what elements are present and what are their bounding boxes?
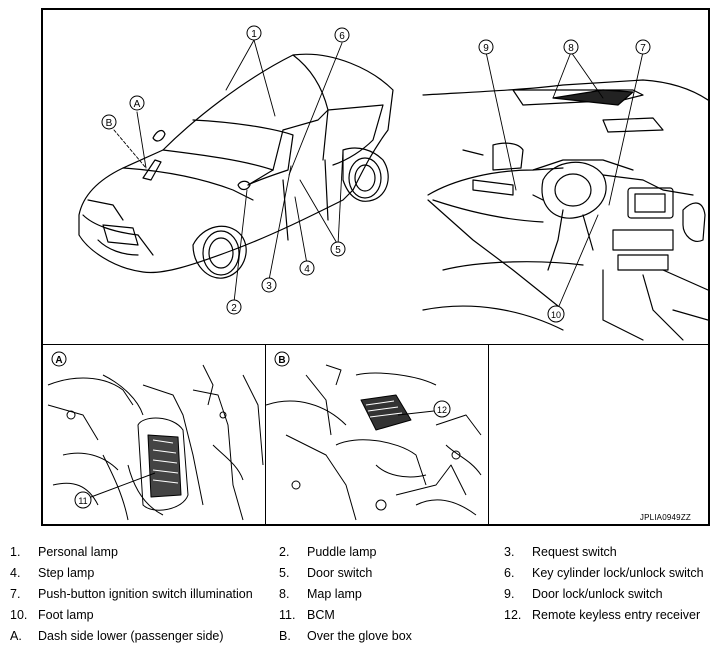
callout-12: 12: [397, 400, 451, 418]
panel-divider: [43, 344, 708, 345]
svg-text:B: B: [278, 355, 285, 366]
diagram-frame: 1 6 A B 2 3 4 5 9 8 7 10: [41, 8, 710, 526]
svg-text:11: 11: [78, 496, 87, 506]
svg-text:10: 10: [551, 310, 561, 320]
svg-text:B: B: [106, 118, 113, 129]
callout-10: 10: [547, 305, 565, 323]
callout-1: 1: [246, 25, 262, 41]
callout-9: 9: [478, 39, 494, 55]
svg-text:9: 9: [483, 43, 489, 54]
callout-11: 11: [74, 472, 156, 509]
svg-text:3: 3: [266, 281, 272, 292]
svg-text:12: 12: [437, 405, 447, 415]
leader-lines: [113, 39, 644, 314]
callout-2: 2: [226, 299, 242, 315]
svg-text:8: 8: [568, 43, 574, 54]
detail-panel-b: 12 B: [265, 345, 488, 524]
svg-text:1: 1: [251, 29, 257, 40]
legend: 1.Personal lamp 2.Puddle lamp 3.Request …: [10, 545, 704, 643]
callout-8: 8: [563, 39, 579, 55]
callout-7: 7: [635, 39, 651, 55]
callout-3: 3: [261, 277, 277, 293]
vehicle-overview-illustration: 1 6 A B 2 3 4 5 9 8 7 10: [78, 25, 708, 341]
callout-6: 6: [334, 27, 350, 43]
svg-text:5: 5: [335, 245, 341, 256]
svg-text:6: 6: [339, 31, 345, 42]
panel-a-tag: A: [51, 351, 67, 367]
svg-text:2: 2: [231, 303, 237, 314]
figure-code: JPLIA0949ZZ: [639, 513, 691, 522]
svg-text:A: A: [55, 355, 62, 366]
svg-text:7: 7: [640, 43, 646, 54]
svg-text:4: 4: [304, 264, 310, 275]
callout-5: 5: [330, 241, 346, 257]
panel-b-tag: B: [274, 351, 290, 367]
empty-panel: JPLIA0949ZZ: [488, 345, 709, 524]
callout-4: 4: [299, 260, 315, 276]
callout-markers: 1 6 A B 2 3 4 5 9 8 7 10: [101, 25, 651, 323]
svg-text:A: A: [134, 99, 141, 110]
callout-B: B: [101, 114, 117, 130]
callout-A: A: [129, 95, 145, 111]
interior-illustration: [422, 79, 708, 341]
detail-panel-a: 11 A: [43, 345, 264, 524]
receiver-location-illustration: 12 B: [266, 351, 482, 521]
bcm-location-illustration: 11 A: [47, 351, 264, 521]
car-illustration: [78, 53, 394, 279]
